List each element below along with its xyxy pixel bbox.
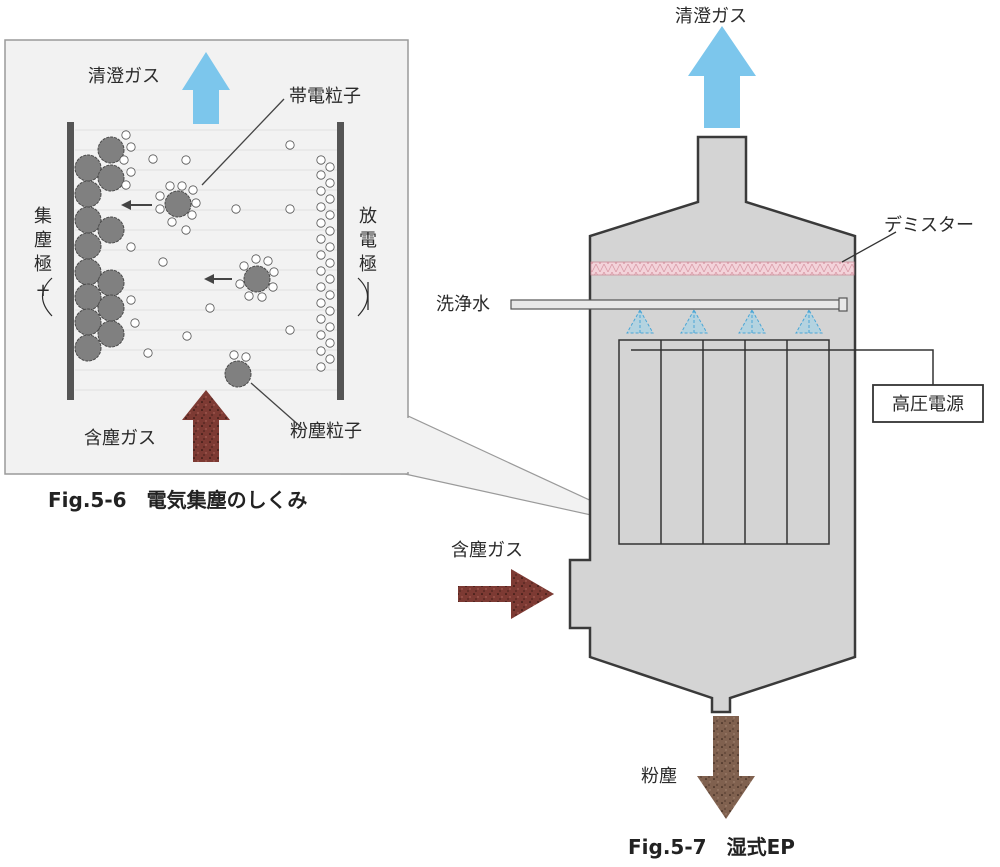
label-clean-gas-small: 清澄ガス [88, 66, 160, 87]
electrode-bank [618, 339, 830, 545]
discharge-electrode-plate [337, 122, 344, 400]
wash-water-pipe [510, 299, 845, 310]
power-wire [631, 349, 934, 385]
label-power-supply: 高圧電源 [892, 394, 964, 415]
demister-layer [590, 261, 855, 276]
clean-gas-arrow-top [688, 26, 756, 128]
fig7-vessel: 清澄ガス デミスター 洗浄水 [436, 6, 984, 859]
dust-particle [224, 360, 252, 388]
label-dust-outlet: 粉塵 [641, 766, 677, 787]
caption-fig-5-6: Fig.5-6 電気集塵のしくみ [48, 488, 307, 512]
label-dust-gas-inlet: 含塵ガス [451, 540, 523, 561]
dust-gas-arrow-inlet [458, 569, 554, 619]
label-demister: デミスター [884, 215, 974, 236]
label-charged-particle: 帯電粒子 [289, 86, 361, 107]
leader-dust [250, 382, 303, 429]
svg-text:極: 極 [34, 254, 52, 275]
charged-particle-1 [164, 190, 192, 218]
svg-text:電: 電 [359, 230, 377, 251]
label-collector-electrode: 集 塵 極 + [34, 206, 53, 317]
clean-gas-arrow-small [182, 52, 230, 124]
label-clean-gas-top: 清澄ガス [675, 6, 747, 27]
svg-text:極: 極 [359, 254, 377, 275]
motion-arrows [121, 200, 232, 284]
power-supply-box [872, 384, 984, 423]
label-dust-gas-small: 含塵ガス [84, 428, 156, 449]
fig6-panel: 清澄ガス 帯電粒子 粉塵粒子 含塵ガス 集 塵 極 + 放 電 極 Fig.5-… [4, 39, 651, 529]
spray-nozzles [626, 308, 823, 334]
collector-electrode-plate [67, 122, 74, 400]
label-discharge-electrode: 放 電 極 [357, 206, 377, 317]
leader-demister [841, 231, 897, 263]
collected-particles [74, 136, 125, 362]
negative-ions [119, 130, 335, 372]
charged-particle-2 [243, 265, 271, 293]
label-dust-particle: 粉塵粒子 [290, 421, 362, 442]
svg-text:集: 集 [34, 206, 52, 227]
label-wash-water: 洗浄水 [436, 294, 490, 315]
caption-fig-5-7: Fig.5-7 湿式EP [628, 835, 795, 859]
svg-text:塵: 塵 [34, 230, 52, 251]
leader-charged [201, 98, 285, 186]
dust-gas-arrow-small [182, 390, 230, 462]
svg-text:放: 放 [359, 206, 377, 227]
dust-outlet-arrow [697, 716, 755, 819]
